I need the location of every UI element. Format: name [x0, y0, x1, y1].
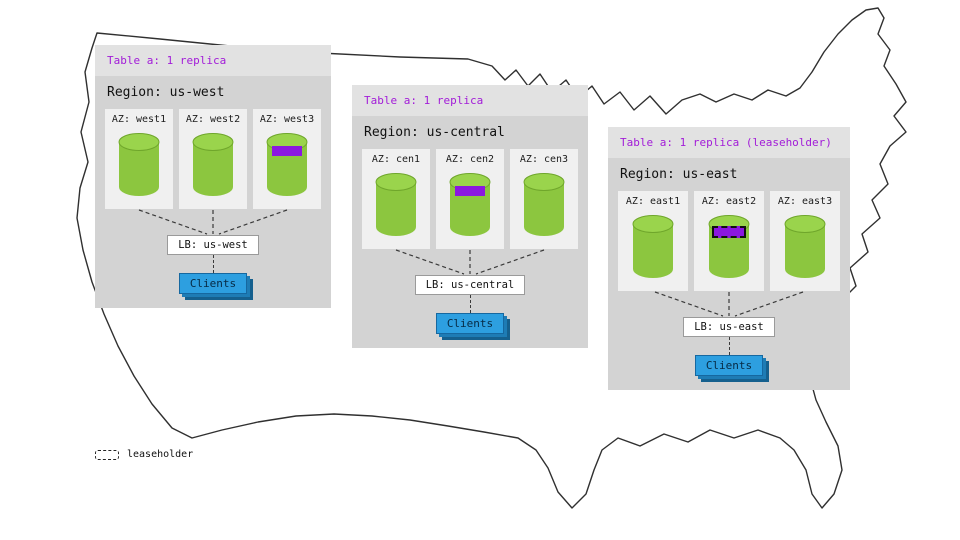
replica-cylinder-wrap: [374, 171, 418, 239]
az-row: AZ: cen1 AZ: cen2 AZ: cen3: [352, 144, 588, 249]
az-label: AZ: east3: [777, 196, 833, 207]
database-cylinder-icon: [784, 215, 826, 278]
database-cylinder-icon: [632, 215, 674, 278]
replica-range-patch: [455, 186, 485, 196]
replica-cylinder-wrap: [522, 171, 566, 239]
lb-to-clients-line: [212, 255, 214, 273]
az-box-west3: AZ: west3: [253, 109, 321, 209]
az-label: AZ: cen2: [445, 154, 495, 165]
az-box-east3: AZ: east3: [770, 191, 840, 291]
region-title: Region: us-west: [107, 85, 225, 100]
legend: leaseholder: [95, 449, 193, 460]
region-card-us-central: Table a: 1 replica Region: us-central AZ…: [352, 85, 588, 348]
region-card-us-west: Table a: 1 replica Region: us-west AZ: w…: [95, 45, 331, 308]
az-to-lb-connector-lines: [395, 249, 545, 275]
table-replica-label: Table a: 1 replica: [95, 45, 331, 76]
table-replica-label: Table a: 1 replica: [352, 85, 588, 116]
region-title: Region: us-east: [620, 167, 738, 182]
region-card-us-east: Table a: 1 replica (leaseholder) Region:…: [608, 127, 850, 390]
database-cylinder-icon: [192, 133, 234, 196]
replica-cylinder-wrap: [265, 131, 309, 199]
database-cylinder-icon: [375, 173, 417, 236]
az-row: AZ: west1 AZ: west2 AZ: west3: [95, 104, 331, 209]
az-label: AZ: west1: [111, 114, 167, 125]
replica-range-patch: [272, 146, 302, 156]
lb-to-clients-line: [728, 337, 730, 355]
az-box-west2: AZ: west2: [179, 109, 247, 209]
database-cylinder-icon: [118, 133, 160, 196]
lb-to-clients-line: [469, 295, 471, 313]
clients-box: Clients: [694, 355, 764, 376]
az-box-cen2: AZ: cen2: [436, 149, 504, 249]
load-balancer-box: LB: us-east: [683, 317, 775, 337]
database-cylinder-icon: [449, 173, 491, 236]
replica-cylinder-wrap: [191, 131, 235, 199]
load-balancer-box: LB: us-west: [167, 235, 259, 255]
az-box-cen1: AZ: cen1: [362, 149, 430, 249]
az-to-lb-connector-lines: [654, 291, 804, 317]
az-to-lb-connector-lines: [138, 209, 288, 235]
az-label: AZ: east1: [625, 196, 681, 207]
az-label: AZ: cen1: [371, 154, 421, 165]
az-row: AZ: east1 AZ: east2 AZ: east3: [608, 186, 850, 291]
leaseholder-swatch-icon: [95, 449, 119, 460]
az-box-east2: AZ: east2: [694, 191, 764, 291]
az-label: AZ: west2: [185, 114, 241, 125]
clients-box: Clients: [178, 273, 248, 294]
az-label: AZ: east2: [701, 196, 757, 207]
leaseholder-range-patch: [712, 226, 746, 238]
az-label: AZ: west3: [259, 114, 315, 125]
az-label: AZ: cen3: [519, 154, 569, 165]
clients-box: Clients: [435, 313, 505, 334]
replica-cylinder-wrap: [631, 213, 675, 281]
az-box-cen3: AZ: cen3: [510, 149, 578, 249]
database-cylinder-icon: [266, 133, 308, 196]
database-cylinder-icon: [523, 173, 565, 236]
replica-cylinder-wrap: [117, 131, 161, 199]
replica-cylinder-wrap: [707, 213, 751, 281]
az-box-west1: AZ: west1: [105, 109, 173, 209]
region-title: Region: us-central: [364, 125, 505, 140]
database-cylinder-icon: [708, 215, 750, 278]
load-balancer-box: LB: us-central: [414, 275, 526, 295]
table-replica-label: Table a: 1 replica (leaseholder): [608, 127, 850, 158]
replica-cylinder-wrap: [783, 213, 827, 281]
replica-cylinder-wrap: [448, 171, 492, 239]
az-box-east1: AZ: east1: [618, 191, 688, 291]
legend-label: leaseholder: [127, 449, 194, 460]
